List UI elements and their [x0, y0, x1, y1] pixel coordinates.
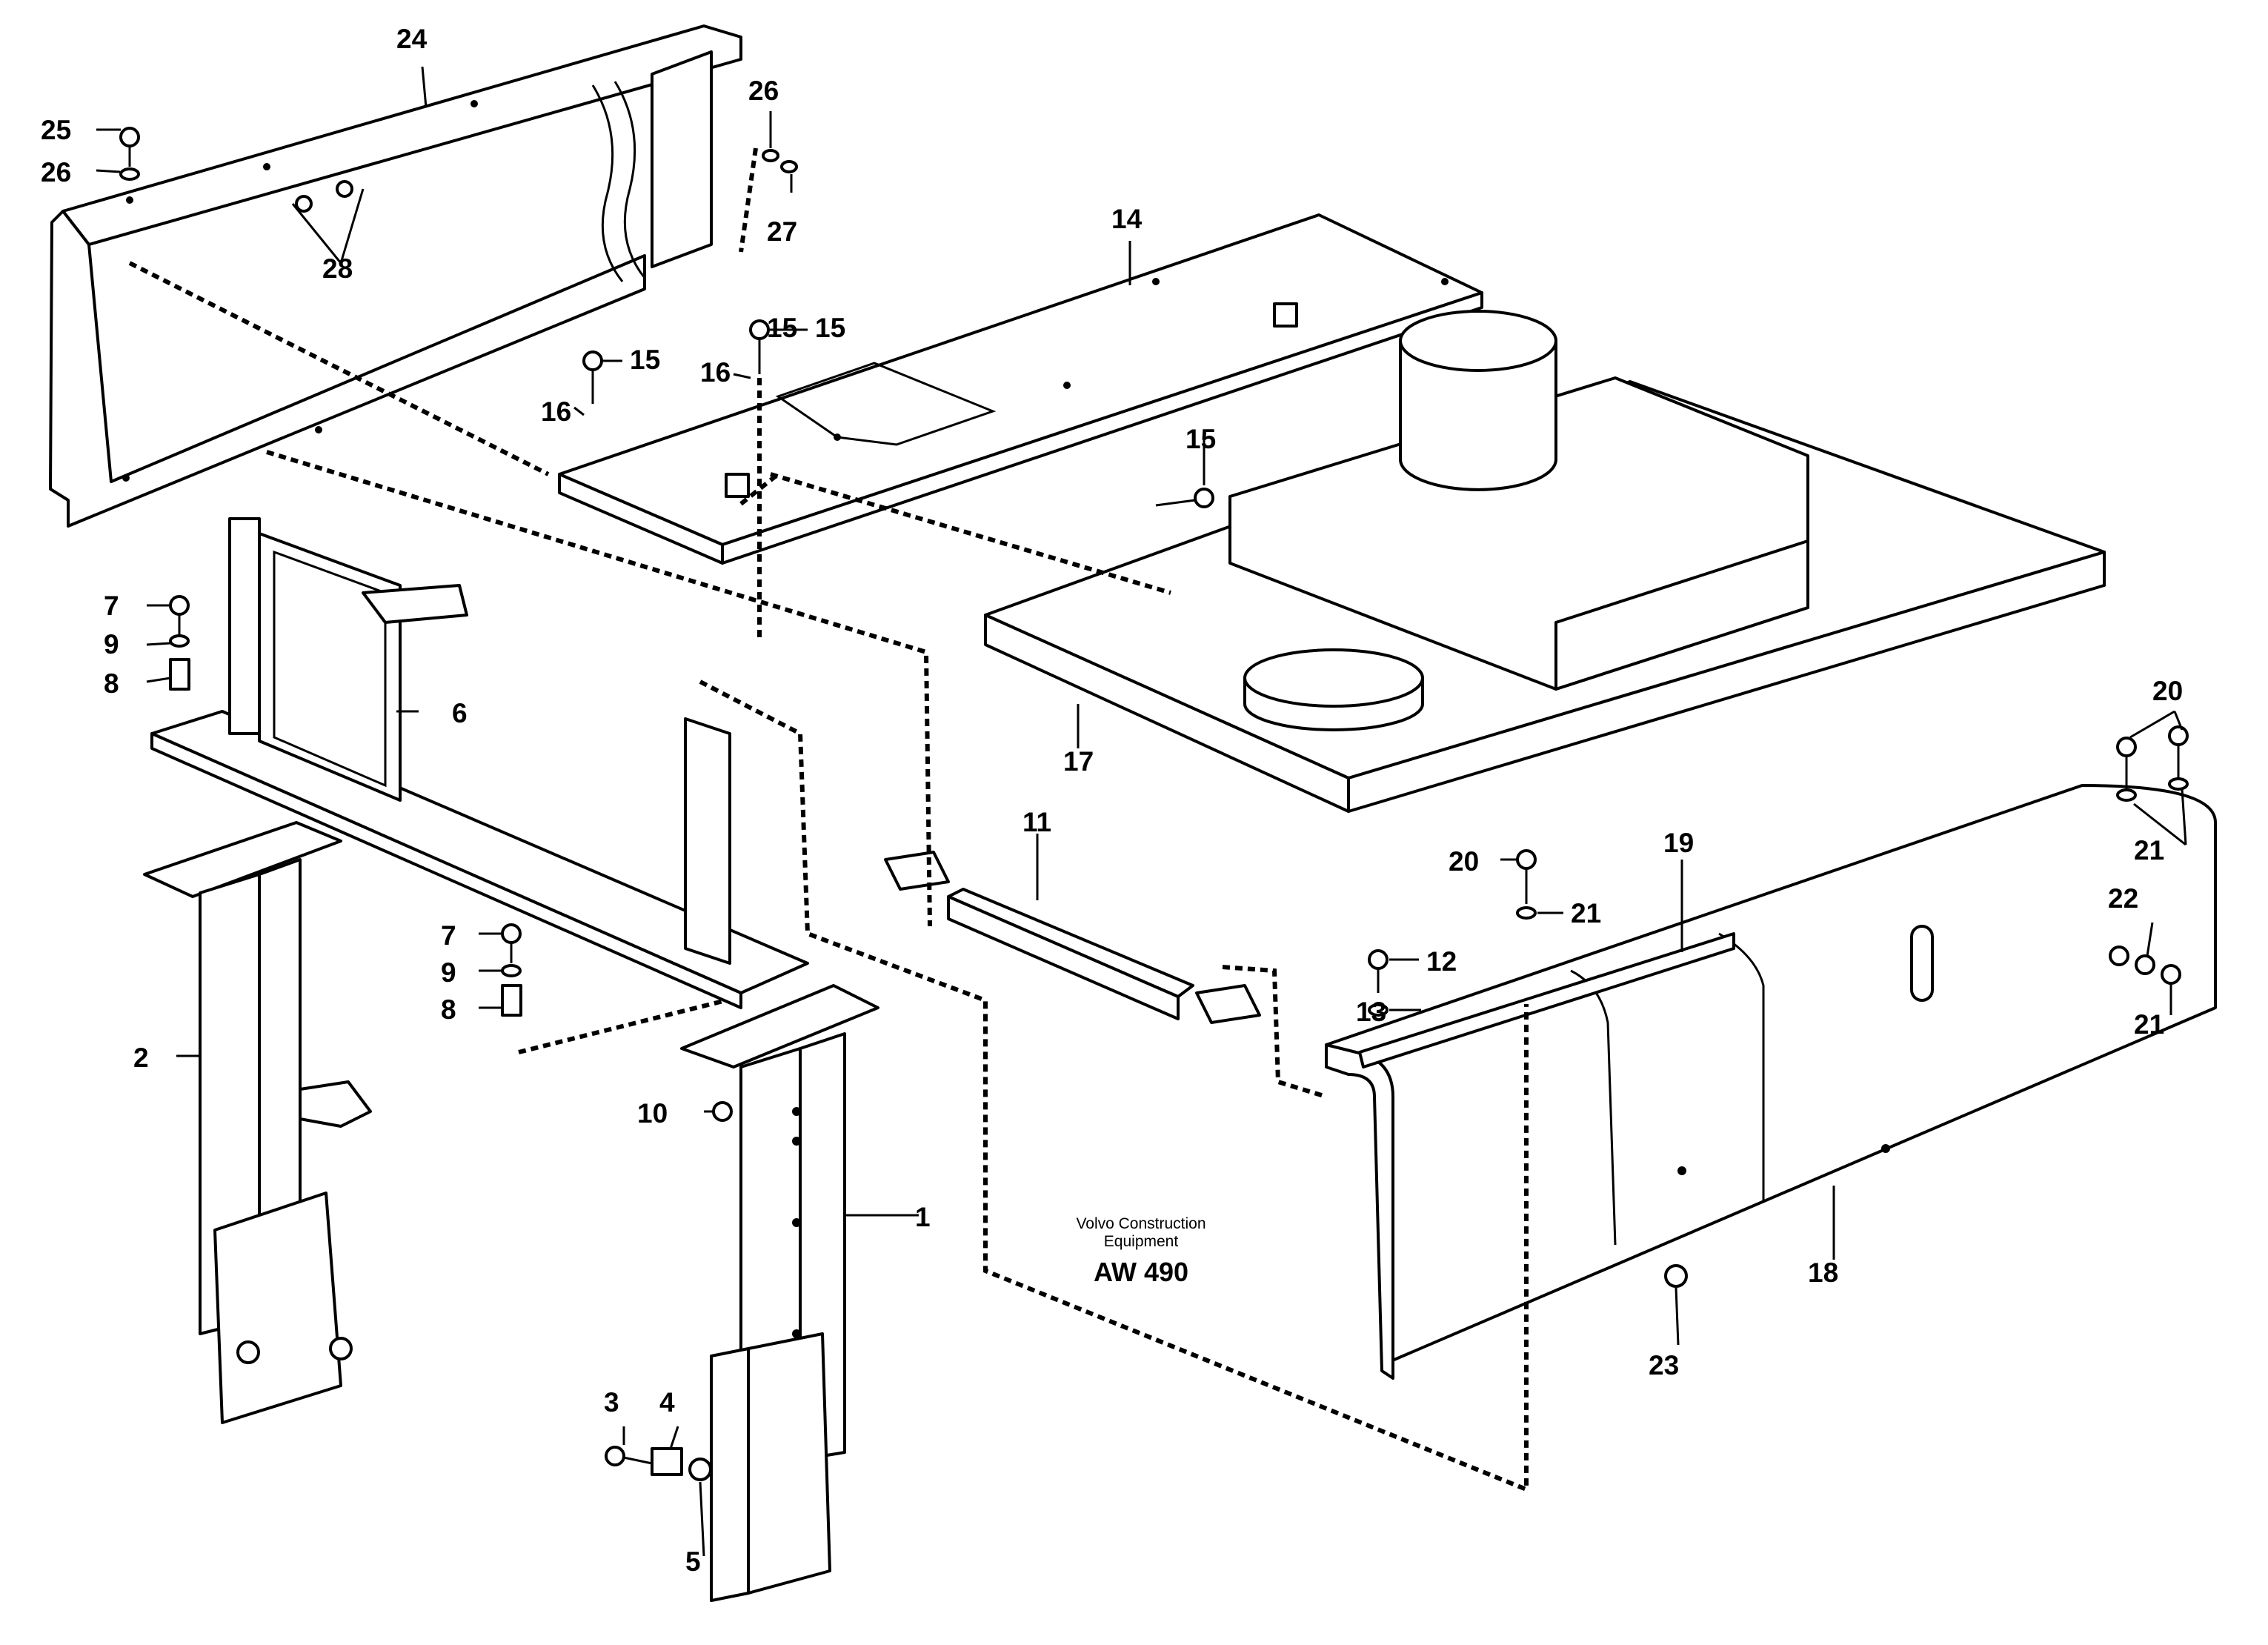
item-label: 14 — [1111, 204, 1143, 234]
item-label: 21 — [2134, 1009, 2164, 1040]
item-label: 16 — [541, 396, 571, 427]
item-label: 22 — [2108, 883, 2138, 914]
item-label: 15 — [815, 313, 845, 343]
item-label: 21 — [2134, 835, 2164, 865]
item-label: 15 — [767, 313, 797, 343]
item-label: 25 — [41, 115, 71, 145]
part-17-housing — [984, 310, 2106, 813]
assembly-lines — [128, 147, 1529, 1493]
item-label: 24 — [396, 24, 428, 54]
item-label: 9 — [104, 629, 119, 659]
item-label: 23 — [1649, 1350, 1679, 1380]
item-label: 18 — [1808, 1257, 1838, 1288]
part-11-rail — [884, 851, 1261, 1024]
item-label: 17 — [1063, 746, 1094, 777]
caption-company-line2: Equipment — [1103, 1233, 1179, 1250]
part-14-panel — [558, 213, 1483, 565]
caption-code: AW 490 — [1093, 1257, 1189, 1287]
item-label: 8 — [441, 994, 456, 1025]
part-6-frame — [150, 517, 809, 1009]
item-label: 5 — [685, 1546, 701, 1577]
item-label: 26 — [41, 157, 71, 187]
item-label: 6 — [452, 698, 468, 728]
fasteners — [119, 127, 2189, 1481]
item-labels: 1 2 3 4 5 6 7 7 8 8 9 9 10 11 12 13 14 1… — [41, 24, 2183, 1577]
item-label: 19 — [1663, 828, 1694, 858]
item-label: 8 — [104, 668, 119, 699]
part-1-right-leg — [680, 984, 879, 1602]
caption: Volvo Construction Equipment AW 490 — [1022, 1215, 1260, 1288]
caption-company: Volvo Construction — [1076, 1215, 1206, 1232]
item-label: 20 — [1449, 846, 1479, 877]
item-label: 11 — [1022, 807, 1051, 837]
item-label: 3 — [604, 1387, 619, 1418]
item-label: 4 — [659, 1387, 675, 1418]
item-label: 20 — [2152, 676, 2183, 706]
item-label: 16 — [700, 357, 731, 388]
item-label: 28 — [322, 253, 353, 284]
item-label: 26 — [748, 76, 779, 106]
part-18-side-cover — [1325, 784, 2217, 1380]
item-label: 27 — [767, 216, 797, 247]
item-label: 13 — [1356, 997, 1386, 1027]
leader-lines — [96, 66, 2187, 1557]
part-2-left-leg — [143, 821, 372, 1424]
item-label: 7 — [441, 920, 456, 951]
item-label: 12 — [1426, 946, 1457, 977]
item-label: 7 — [104, 591, 119, 621]
item-label: 2 — [133, 1043, 149, 1073]
item-label: 15 — [630, 345, 660, 375]
item-label: 15 — [1185, 424, 1216, 454]
item-label: 10 — [637, 1098, 668, 1129]
part-24-top-cover — [49, 24, 742, 528]
item-label: 9 — [441, 957, 456, 988]
item-label: 21 — [1571, 898, 1601, 928]
item-label: 1 — [915, 1202, 931, 1232]
